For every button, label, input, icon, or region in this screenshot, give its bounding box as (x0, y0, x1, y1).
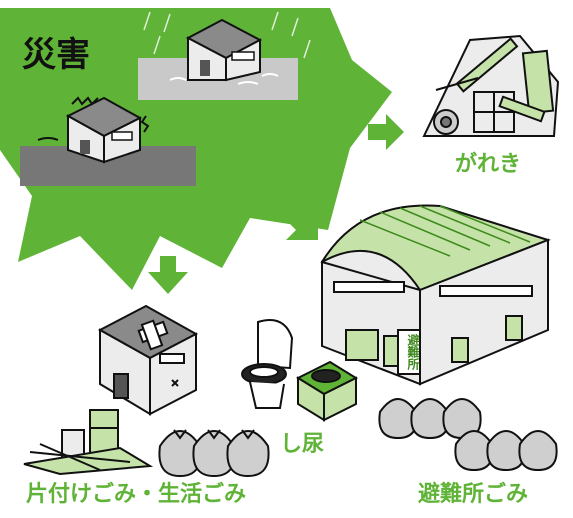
portable-toilet (241, 319, 294, 409)
human-waste-box (295, 360, 359, 422)
shelter-waste-label: 避難所ごみ (418, 482, 529, 507)
arrow-to-debris (368, 114, 404, 150)
earthquake-house (20, 96, 196, 186)
shelter-building (320, 204, 552, 386)
arrow-to-shelter (286, 208, 318, 240)
shelter-sign: 避難所 (406, 334, 420, 370)
human-waste-label: し尿 (280, 432, 325, 457)
shelter-garbage-bags (378, 398, 558, 472)
damaged-house (97, 304, 199, 416)
household-debris (23, 409, 154, 476)
debris-pile (422, 34, 560, 137)
household-waste-label: 片付けごみ・生活ごみ (26, 482, 247, 507)
flow-arrows (148, 114, 404, 294)
arrow-to-household (148, 256, 188, 294)
household-garbage-bags (158, 429, 270, 478)
debris-label: がれき (455, 152, 522, 177)
flooded-house (138, 11, 311, 100)
disaster-label: 災害 (22, 35, 90, 75)
